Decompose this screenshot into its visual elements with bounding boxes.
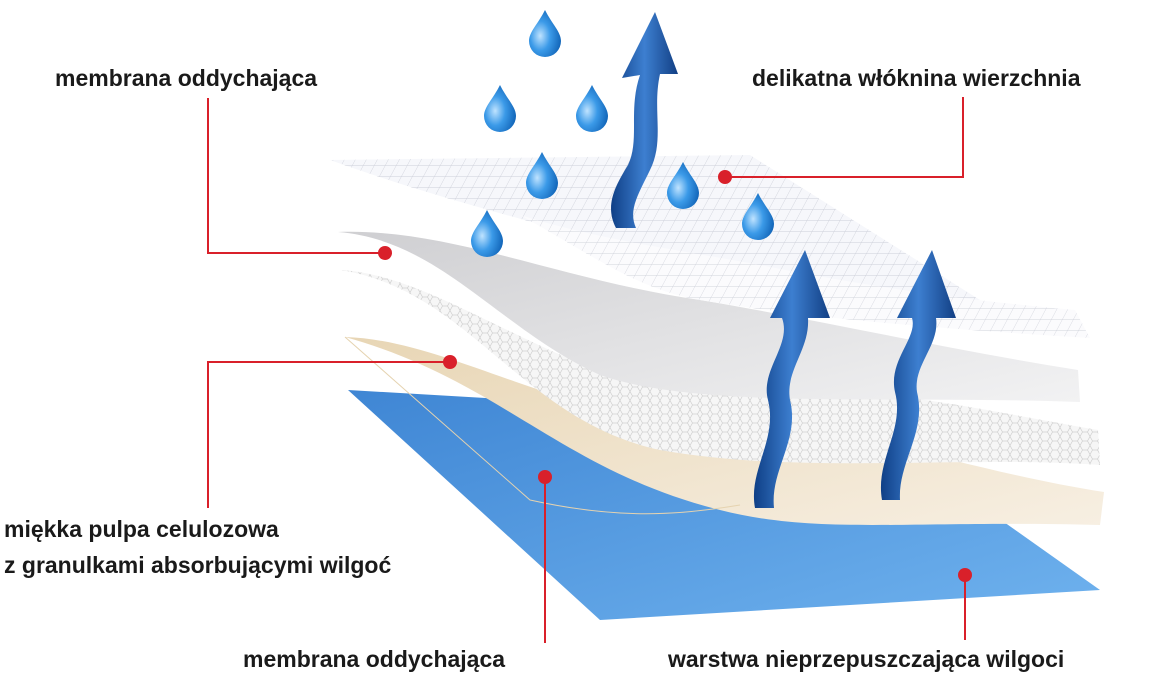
label-pulp-line2: z granulkami absorbującymi wilgoć bbox=[4, 552, 392, 578]
vapor-arrows bbox=[611, 12, 956, 508]
leader-line-mid-left bbox=[207, 361, 450, 508]
label-nonwoven-top: delikatna włóknina wierzchnia bbox=[752, 65, 1081, 91]
leader-dots bbox=[378, 170, 972, 582]
water-drop-icon bbox=[529, 10, 561, 57]
water-drop-icon bbox=[576, 85, 608, 132]
water-drop-icon bbox=[742, 193, 774, 240]
up-arrow-icon bbox=[753, 250, 830, 508]
up-arrow-icon bbox=[611, 12, 678, 228]
label-breathable-membrane-top: membrana oddychająca bbox=[55, 65, 318, 91]
breathable-membrane-layer bbox=[338, 231, 1080, 402]
up-arrow-icon bbox=[880, 250, 956, 500]
water-drop-icon bbox=[526, 152, 558, 199]
water-drop-icon bbox=[484, 85, 516, 132]
water-drops bbox=[471, 10, 774, 257]
label-waterproof-layer: warstwa nieprzepuszczająca wilgoci bbox=[668, 646, 1065, 672]
water-drop-icon bbox=[471, 210, 503, 257]
label-pulp-line1: miękka pulpa celulozowa bbox=[4, 516, 279, 542]
leader-lines bbox=[207, 97, 966, 643]
water-drop-icon bbox=[667, 162, 699, 209]
leader-line-top-left bbox=[207, 98, 385, 254]
leader-line-top-right bbox=[725, 97, 964, 178]
label-breathable-membrane-bottom: membrana oddychająca bbox=[243, 646, 506, 672]
